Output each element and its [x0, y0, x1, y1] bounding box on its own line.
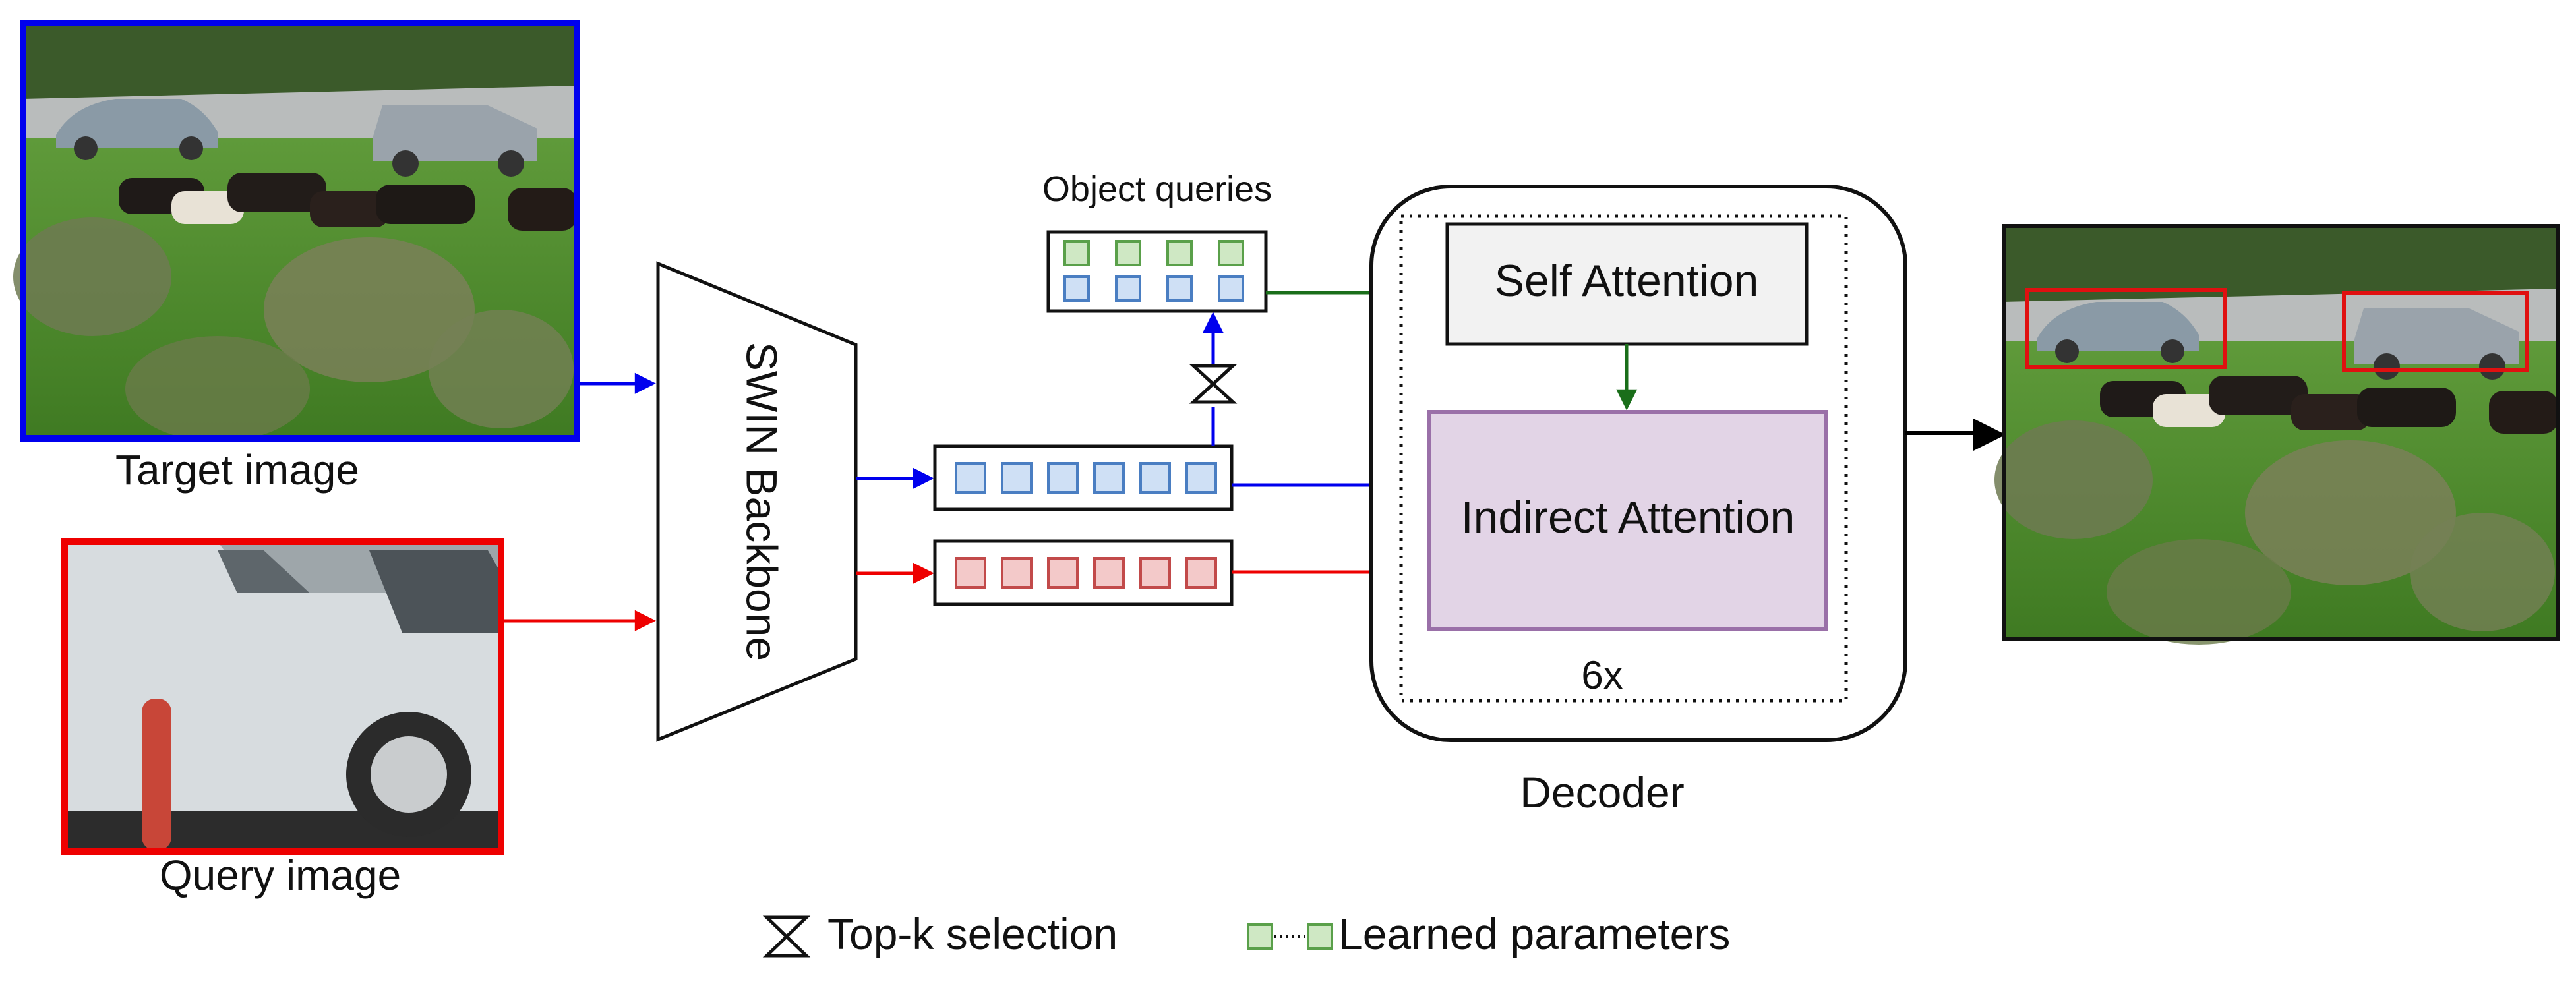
detection-box-2 [2342, 291, 2529, 372]
indirect-attention-label: Indirect Attention [1461, 492, 1795, 542]
selected-query-token [1063, 276, 1090, 302]
legend: Top-k selection Learned parameters [762, 910, 1730, 958]
selected-query-token [1166, 276, 1193, 302]
repeat-count-label: 6x [1581, 653, 1623, 697]
decoder-label: Decoder [1520, 768, 1684, 817]
query-token [1047, 557, 1079, 589]
detection-box-1 [2025, 288, 2227, 369]
query-token [955, 557, 986, 589]
object-queries-bar [1046, 230, 1268, 313]
learned-query-token [1115, 240, 1141, 266]
target-token [1047, 462, 1079, 494]
query-image-label: Query image [160, 852, 401, 899]
query-token [1139, 557, 1171, 589]
target-token [1139, 462, 1171, 494]
query-token [1185, 557, 1217, 589]
target-token [1093, 462, 1125, 494]
selected-query-token [1218, 276, 1244, 302]
query-token [1093, 557, 1125, 589]
query-token-bar [933, 539, 1234, 606]
target-token-bar [933, 444, 1234, 511]
target-image [13, 20, 580, 442]
square-pair-icon [1247, 923, 1333, 950]
decoder-repeat-region [1399, 214, 1848, 703]
topk-hourglass-icon [1189, 364, 1238, 404]
target-image-label: Target image [115, 446, 359, 494]
query-token [1001, 557, 1033, 589]
hourglass-icon [762, 915, 811, 958]
target-token [1185, 462, 1217, 494]
selected-query-token [1115, 276, 1141, 302]
swin-backbone [656, 261, 858, 742]
target-token [955, 462, 986, 494]
swin-backbone-label: SWIN Backbone [738, 342, 787, 661]
object-queries-label: Object queries [1042, 169, 1272, 209]
legend-learned-label: Learned parameters [1338, 910, 1730, 958]
query-image [61, 538, 504, 855]
learned-query-token [1166, 240, 1193, 266]
self-attention-label: Self Attention [1495, 256, 1759, 306]
learned-query-token [1218, 240, 1244, 266]
target-token [1001, 462, 1033, 494]
output-image [1994, 224, 2560, 645]
learned-query-token [1063, 240, 1090, 266]
legend-topk-label: Top-k selection [827, 910, 1118, 958]
indirect-attention-block [1427, 410, 1828, 631]
self-attention-block [1445, 222, 1809, 346]
